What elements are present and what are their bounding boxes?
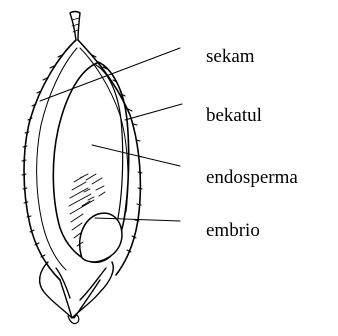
grain-tip	[70, 12, 80, 41]
husk-serration-left	[22, 55, 62, 257]
label-embrio: embrio	[206, 221, 260, 240]
leader-line-endosperma	[92, 145, 180, 166]
label-endosperma: endosperma	[206, 168, 298, 187]
label-bekatul: bekatul	[206, 106, 262, 125]
leader-line-bekatul	[125, 104, 182, 120]
embryo-outline	[80, 213, 122, 262]
label-sekam: sekam	[206, 47, 255, 66]
